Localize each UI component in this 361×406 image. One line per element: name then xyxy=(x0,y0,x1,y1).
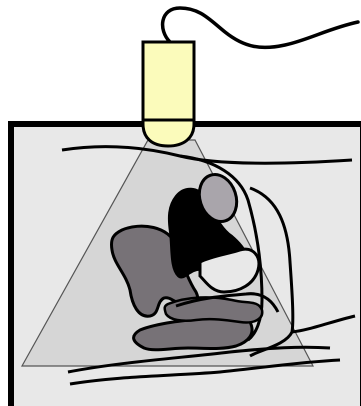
probe-handle xyxy=(143,42,194,120)
probe-transducer-head xyxy=(143,120,194,146)
organ-lower-curl xyxy=(165,297,263,322)
